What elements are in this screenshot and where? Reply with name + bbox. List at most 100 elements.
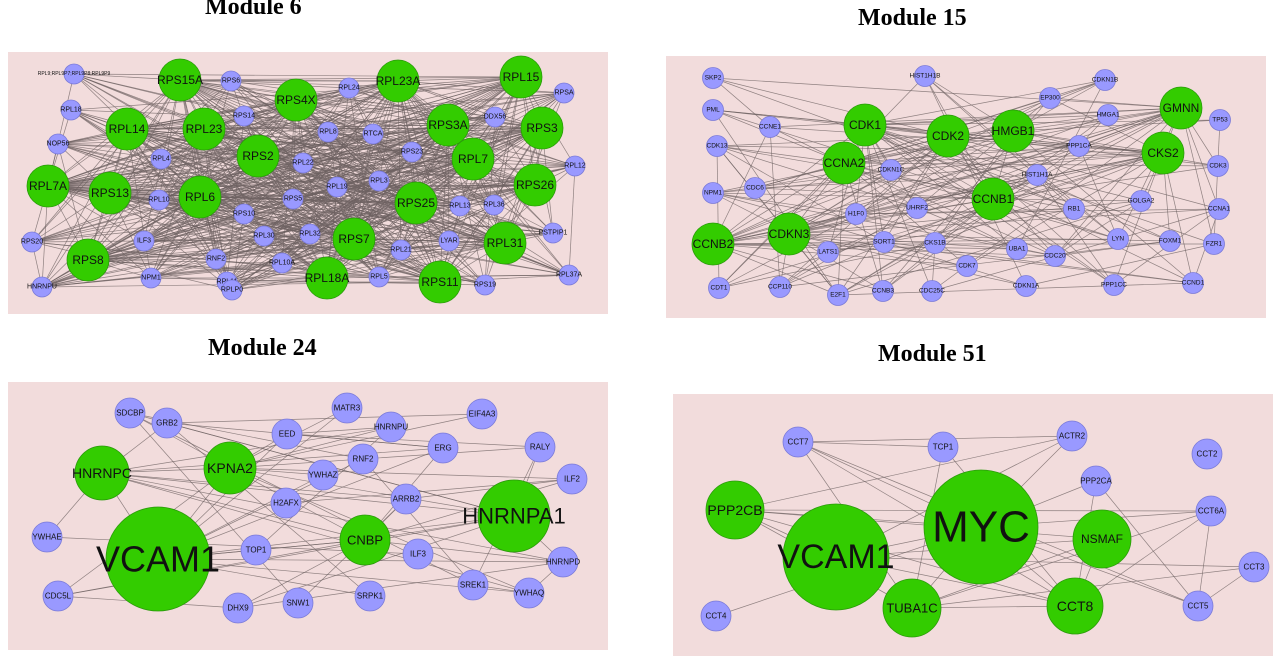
module-24-title: Module 24 [208,335,317,361]
gene-node-cct7: CCT7 [782,426,814,458]
gene-node-ilf2: ILF2 [556,463,588,495]
node-circle [299,223,321,245]
node-label: CCT5 [1188,602,1209,611]
edge [931,238,1119,292]
edge [143,133,374,242]
node-label: H1F0 [848,211,864,218]
hub-node-ccnb2: CCNB2 [691,222,735,266]
hub-node-ccna2: CCNA2 [822,141,866,185]
node-label: RPS26 [516,178,554,192]
node-circle [114,397,146,429]
gene-node-eif4a3: EIF4A3 [466,398,498,430]
gene-node-rpl19: RPL19 [326,176,348,198]
node-circle [339,514,391,566]
node-circle [402,538,434,570]
gene-node-hnrnpu: HNRNPU [374,411,408,443]
edge [843,145,1080,164]
module-6-title: Module 6 [205,0,302,20]
edge [754,174,1038,189]
edge [101,472,564,563]
node-label: H2AFX [273,499,299,508]
node-circle [564,155,586,177]
node-label: RPL32 [299,231,321,238]
node-circle [158,58,202,102]
hub-node-rps3a: RPS3A [426,103,470,147]
edge [31,131,329,243]
node-circle [1107,228,1129,250]
node-circle [1203,233,1225,255]
node-circle [47,133,69,155]
node-circle [427,432,459,464]
gene-node-lyn: LYN [1107,228,1129,250]
node-label: SORT1 [873,239,895,246]
node-label: RPL4 [152,156,170,163]
edge [916,207,1018,250]
node-label: CCNB3 [872,288,894,295]
node-circle [1141,131,1185,175]
gene-node-cdk13: CDK13 [706,135,728,157]
node-circle [708,277,730,299]
edge [362,458,474,586]
node-circle [547,546,579,578]
node-circle [483,221,527,265]
edge [87,79,181,261]
node-label: ACTR2 [1059,432,1086,441]
node-circle [1039,87,1061,109]
edge [166,422,371,597]
node-circle [354,580,386,612]
node-circle [1130,190,1152,212]
edge [166,413,483,424]
node-label: HNRNPU [27,284,57,291]
node-circle [182,107,226,151]
gene-node-sdcbp: SDCBP [114,397,146,429]
gene-node-h2afx: H2AFX [270,487,302,519]
node-circle [1159,230,1181,252]
node-label: RPL15 [503,70,540,84]
node-label: CCT2 [1197,450,1218,459]
gene-node-hist1h1b: HIST1H1B [909,65,941,87]
node-label: CDKN1B [1092,77,1118,84]
hub-node-rps3: RPS3 [520,106,564,150]
node-circle [499,55,543,99]
edge [718,75,926,289]
node-label: RPL23A [376,74,421,88]
edge [378,240,450,278]
hub-node-rpl7a: RPL7A [26,164,70,208]
edge [1025,243,1215,287]
edge [843,130,1014,164]
gene-node-rpl32: RPL32 [299,223,321,245]
edge [864,124,994,200]
node-label: RPL30 [253,233,275,240]
gene-node-cdt1: CDT1 [708,277,730,299]
node-circle [1046,577,1104,635]
edge [568,165,576,276]
node-circle [317,121,339,143]
node-circle [822,141,866,185]
gene-node-ddx56: DDX56 [484,106,506,128]
gene-node-rpl4: RPL4 [150,148,172,170]
node-circle [524,431,556,463]
gene-node-rpsa: RPSA [553,82,575,104]
edge [712,162,845,245]
gene-node-rpl10a: RPL10A [269,252,295,274]
gene-node-ppp2ca: PPP2CA [1080,465,1112,497]
node-circle [991,109,1035,153]
edge [281,180,380,264]
node-circle [148,189,170,211]
gene-node-ccnd1: CCND1 [1182,272,1205,294]
gene-node-srek1: SREK1 [457,569,489,601]
node-label: CCNB2 [693,237,734,251]
gene-node-rps5: RPS5 [282,188,304,210]
node-label: RPS4X [276,93,315,107]
edge [47,155,259,187]
edge [788,233,1194,284]
gene-node-srpk1: SRPK1 [354,580,386,612]
hub-node-rpl15: RPL15 [499,55,543,99]
node-label: LYN [1112,236,1124,243]
edge [87,259,328,279]
node-circle [1191,438,1223,470]
edge [281,262,441,283]
edge [31,213,245,243]
edge [229,467,515,517]
